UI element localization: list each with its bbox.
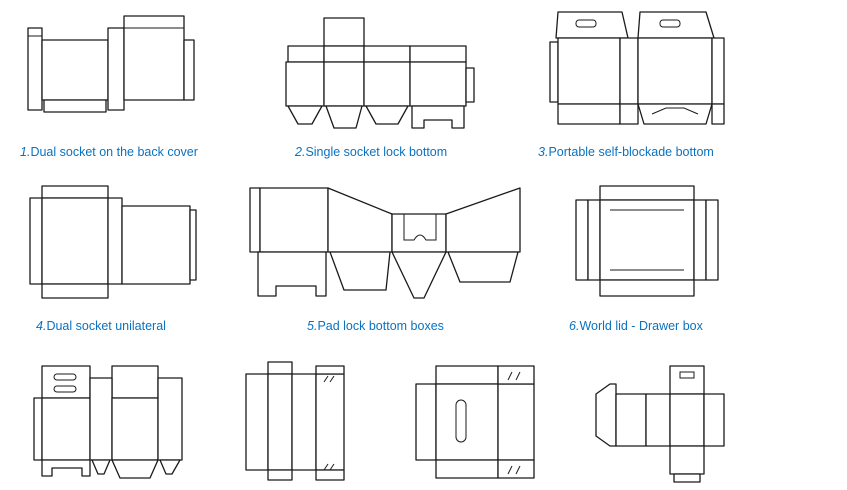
caption-2-number: 2. <box>295 145 306 159</box>
caption-5: 5.Pad lock bottom boxes <box>307 319 444 333</box>
caption-1-text: Dual socket on the back cover <box>30 145 198 159</box>
caption-3-number: 3. <box>538 145 549 159</box>
caption-6-text: World lid - Drawer box <box>579 319 703 333</box>
caption-4: 4.Dual socket unilateral <box>36 319 166 333</box>
template-7-box-net <box>33 365 183 479</box>
template-1-dual-socket-back-cover <box>27 15 195 113</box>
caption-5-text: Pad lock bottom boxes <box>317 319 444 333</box>
template-6-world-lid-drawer-box <box>575 185 719 297</box>
template-2-single-socket-lock-bottom <box>285 17 475 129</box>
caption-4-text: Dual socket unilateral <box>46 319 166 333</box>
caption-2-text: Single socket lock bottom <box>305 145 448 159</box>
template-9-window-box-slot <box>415 365 535 479</box>
caption-4-number: 4. <box>36 319 47 333</box>
template-10-cross-lock-box <box>595 365 725 483</box>
template-5-pad-lock-bottom-boxes <box>249 187 521 299</box>
caption-1-number: 1. <box>20 145 31 159</box>
caption-6: 6.World lid - Drawer box <box>569 319 703 333</box>
caption-1: 1.Dual socket on the back cover <box>20 145 198 159</box>
template-4-dual-socket-unilateral <box>29 185 197 299</box>
template-3-portable-self-blockade-bottom <box>549 11 725 125</box>
caption-3-text: Portable self-blockade bottom <box>548 145 714 159</box>
template-8-window-box <box>245 361 345 481</box>
caption-6-number: 6. <box>569 319 580 333</box>
caption-3: 3.Portable self-blockade bottom <box>538 145 714 159</box>
caption-2: 2.Single socket lock bottom <box>295 145 447 159</box>
caption-5-number: 5. <box>307 319 318 333</box>
